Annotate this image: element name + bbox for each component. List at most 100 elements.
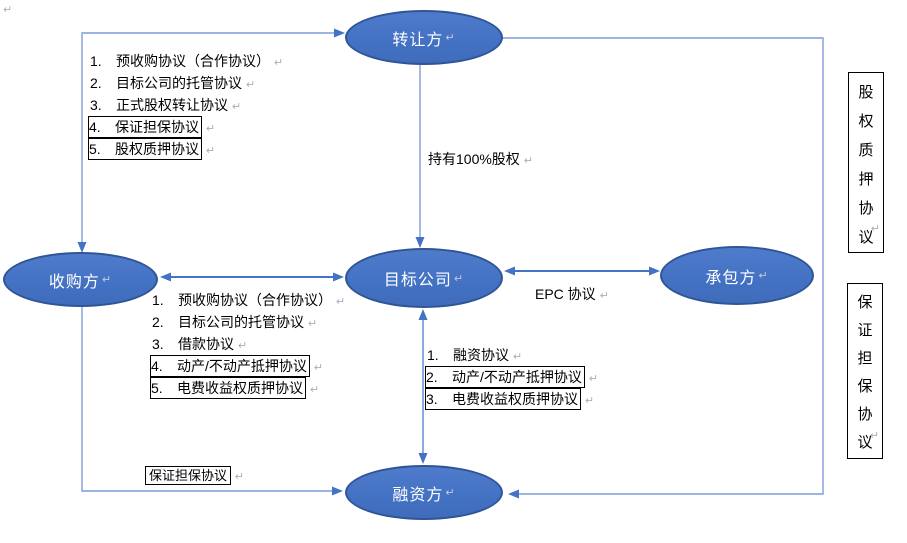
paragraph-mark: ↵ (453, 272, 465, 285)
node-acquirer[interactable]: 收购方 ↵ (3, 252, 158, 307)
list-item: 3. 借款协议 ↵ (152, 334, 345, 356)
list-item-number: 4. (151, 358, 163, 374)
node-financier-label: 融资方 (392, 486, 444, 504)
list-item-text: 借款协议 (178, 336, 234, 352)
list-item-number: 1. (90, 53, 102, 69)
list-item: 4. 动产/不动产抵押协议 ↵ (150, 355, 345, 378)
list-item-number: 3. (90, 97, 102, 113)
arrowhead-into-financier-left (332, 486, 343, 496)
list-item-number: 2. (152, 314, 164, 330)
list-item-number: 2. (90, 75, 102, 91)
list-item-text: 动产/不动产抵押协议 (177, 358, 307, 374)
list-item: 1. 预收购协议（合作协议） ↵ (152, 290, 345, 312)
list-item-number: 3. (152, 336, 164, 352)
paragraph-mark: ↵ (101, 274, 113, 286)
node-acquirer-label: 收购方 (48, 273, 100, 291)
node-financier[interactable]: 融资方 ↵ (345, 465, 503, 520)
arrowhead-into-contractor (649, 266, 660, 276)
edge-label-guarantee-box[interactable]: 保证担保协议 ↵ (145, 466, 244, 485)
paragraph-mark: ↵ (588, 373, 598, 385)
list-item-number: 4. (89, 119, 101, 135)
list-item-number: 5. (89, 141, 101, 157)
edge-label-holding-text: 持有100%股权 (428, 151, 520, 167)
paragraph-mark: ↵ (445, 487, 456, 499)
paragraph-mark: ↵ (205, 145, 216, 157)
arrowhead-into-acquirer-top (77, 242, 87, 253)
edge-label-guarantee-text: 保证担保协议 (149, 468, 228, 483)
paragraph-mark: ↵ (523, 155, 533, 167)
connector-transferor-acquirer (81, 32, 338, 243)
list-item-text: 预收购协议（合作协议） (178, 292, 332, 308)
list-item: 3. 正式股权转让协议 ↵ (90, 95, 283, 117)
arrowhead-into-target-top (415, 237, 425, 248)
paragraph-mark: ↵ (758, 270, 769, 282)
list-item-number: 2. (426, 369, 438, 385)
list-item-text: 保证担保协议 (115, 119, 199, 135)
paragraph-mark: ↵ (584, 395, 595, 407)
list-item: 2. 目标公司的托管协议 ↵ (90, 73, 283, 95)
list-item-number: 1. (152, 292, 164, 308)
list-item-text: 目标公司的托管协议 (116, 75, 242, 91)
list-item: 1. 预收购协议（合作协议） ↵ (90, 51, 283, 73)
paragraph-mark: ↵ (273, 57, 284, 69)
list-item: 2.目标公司的托管协议 ↵ (152, 312, 345, 334)
list-item-text: 电费收益权质押协议 (452, 391, 578, 407)
paragraph-mark: ↵ (234, 471, 245, 483)
list-item-text: 融资协议 (453, 347, 509, 363)
paragraph-mark: ↵ (445, 32, 456, 44)
list-item-text: 股权质押协议 (115, 141, 199, 157)
node-target-company[interactable]: 目标公司 ↵ (345, 248, 503, 308)
node-target-company-label: 目标公司 (383, 272, 452, 289)
arrowhead-into-target-right (504, 266, 515, 276)
arrowhead-into-financier-right (508, 489, 519, 499)
list-item-number: 5. (151, 380, 163, 396)
side-box-equity-pledge[interactable]: 股权质押协议 ↵ (848, 72, 884, 253)
paragraph-mark: ↵ (335, 296, 346, 308)
list-item: 5. 电费收益权质押协议 ↵ (150, 377, 345, 400)
paragraph-mark: ↵ (309, 384, 320, 396)
node-contractor[interactable]: 承包方 ↵ (660, 246, 814, 305)
list-item-text: 正式股权转让协议 (116, 97, 228, 113)
arrowhead-into-acquirer (160, 272, 171, 282)
arrowhead-into-target-bottom (418, 309, 428, 320)
paragraph-mark: ↵ (307, 318, 318, 330)
connector-transferor-financier (502, 37, 824, 495)
list-target-financier-agreements: 1. 融资协议 ↵ 2. 动产/不动产抵押协议 ↵ 3. 电费收益权质押协议 ↵ (425, 345, 598, 411)
connector-acquirer-financier (81, 307, 335, 492)
edge-label-epc: EPC 协议 ↵ (535, 284, 609, 304)
paragraph-mark: ↵ (205, 123, 216, 135)
paragraph-mark: ↵ (237, 340, 248, 352)
paragraph-mark: ↵ (870, 223, 880, 235)
list-item: 5. 股权质押协议 ↵ (88, 138, 283, 161)
list-item: 1. 融资协议 ↵ (427, 345, 598, 367)
list-item-text: 预收购协议（合作协议） (116, 53, 270, 69)
side-box-equity-pledge-text: 股权质押协议 (858, 84, 874, 246)
list-acquirer-target-agreements: 1. 预收购协议（合作协议） ↵ 2.目标公司的托管协议 ↵ 3. 借款协议 ↵ 4… (150, 290, 345, 400)
edge-label-epc-text: EPC 协议 (535, 286, 596, 302)
paragraph-mark: ↵ (599, 290, 609, 302)
side-box-guarantee[interactable]: 保证担保协议 ↵ (847, 283, 883, 459)
paragraph-mark: ↵ (3, 4, 13, 16)
list-item: 2. 动产/不动产抵押协议 ↵ (425, 366, 598, 389)
paragraph-mark: ↵ (869, 430, 879, 442)
paragraph-mark: ↵ (245, 79, 256, 91)
list-item: 3. 电费收益权质押协议 ↵ (425, 388, 598, 411)
node-transferor[interactable]: 转让方 ↵ (345, 10, 503, 65)
paragraph-mark: ↵ (512, 351, 523, 363)
list-transferor-agreements: 1. 预收购协议（合作协议） ↵ 2. 目标公司的托管协议 ↵ 3. 正式股权转让协议… (88, 51, 283, 161)
list-item-number: 3. (426, 391, 438, 407)
list-item: 4. 保证担保协议 ↵ (88, 116, 283, 139)
arrowhead-into-transferor (334, 28, 345, 38)
list-item-text: 电费收益权质押协议 (177, 380, 303, 396)
paragraph-mark: ↵ (313, 362, 323, 374)
arrowhead-into-target-left (333, 272, 344, 282)
list-item-number: 1. (427, 347, 439, 363)
arrowhead-into-financier-top (418, 453, 428, 464)
paragraph-mark: ↵ (231, 101, 242, 113)
edge-label-holding: 持有100%股权 ↵ (428, 149, 533, 169)
list-item-text: 动产/不动产抵押协议 (452, 369, 582, 385)
node-transferor-label: 转让方 (392, 31, 444, 49)
side-box-guarantee-text: 保证担保协议 (857, 294, 873, 451)
